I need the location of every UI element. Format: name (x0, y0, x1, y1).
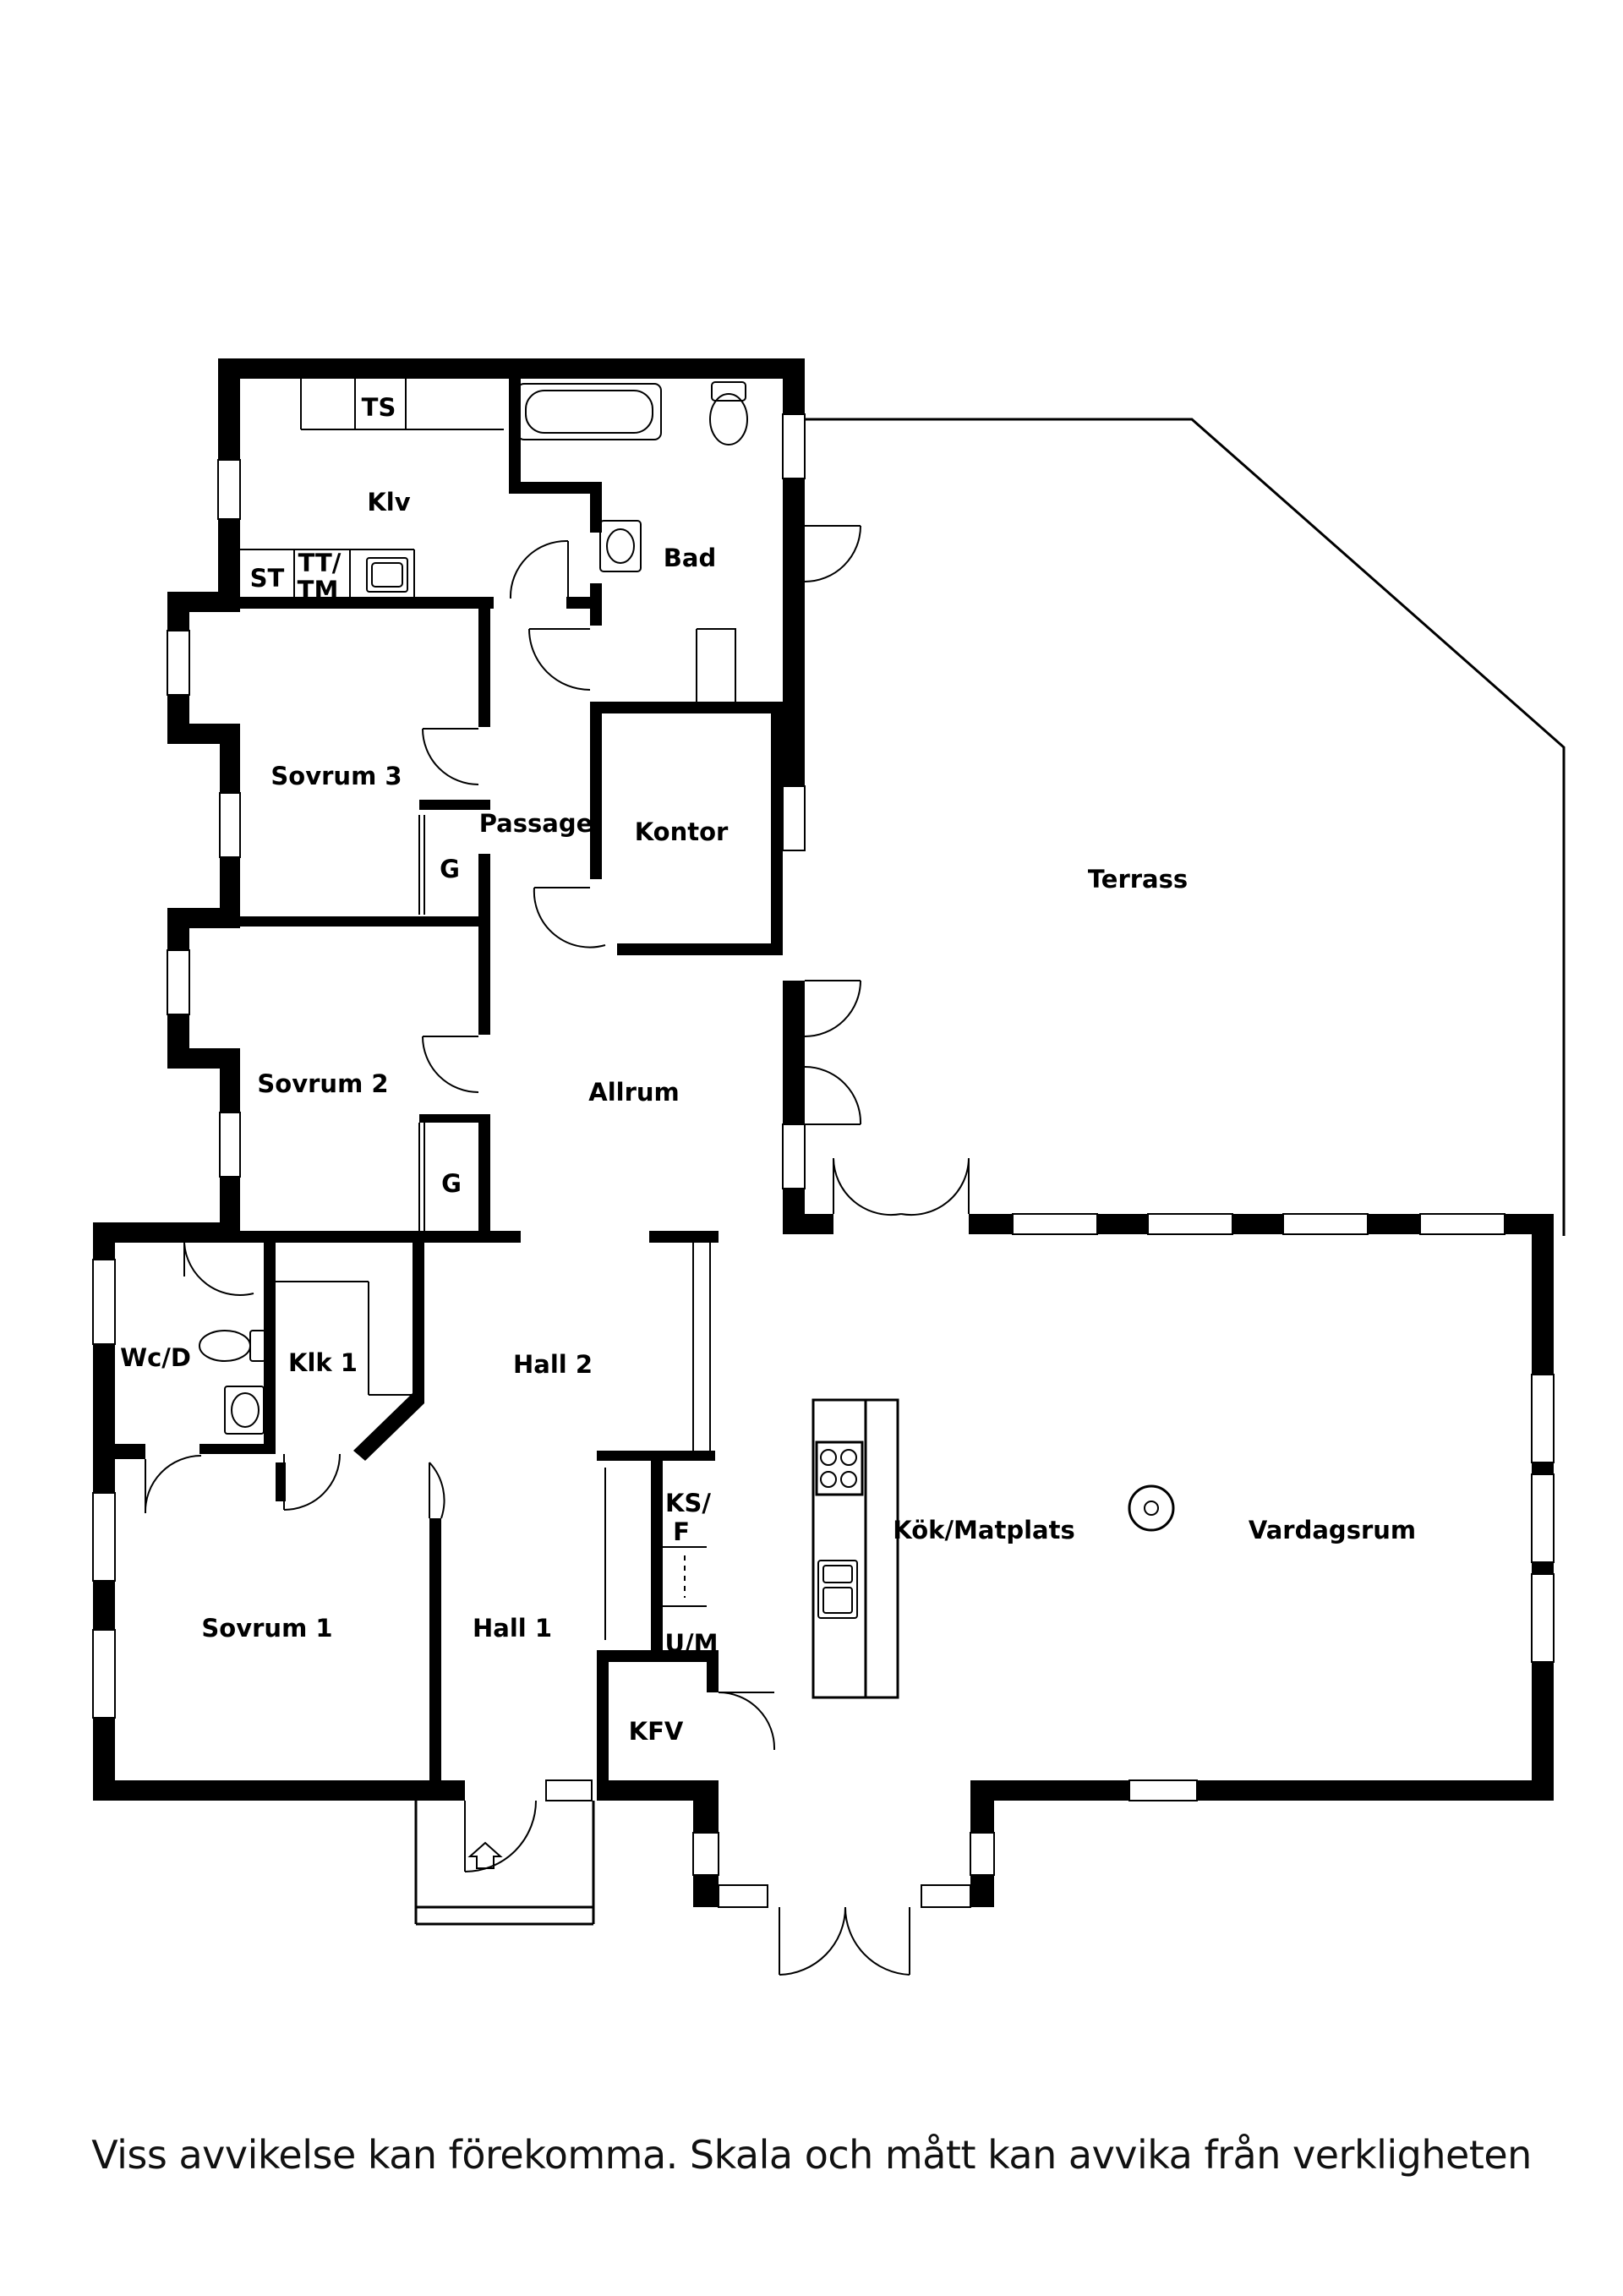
label-tt-tm-1: TT/ (298, 549, 342, 577)
label-hall-1: Hall 1 (473, 1614, 552, 1643)
label-sovrum-1: Sovrum 1 (201, 1614, 332, 1643)
label-kfv: KFV (629, 1717, 684, 1746)
label-ks-f-1: KS/ (665, 1489, 711, 1517)
room-labels: TS Klv ST TT/ TM Bad Sovrum 3 Passage Ko… (120, 393, 1416, 1746)
toilet-icon (711, 381, 746, 402)
label-tt-tm-2: TM (298, 576, 339, 604)
label-st: ST (250, 564, 285, 593)
bathtub-icon (516, 383, 662, 440)
label-g-upper: G (440, 855, 460, 883)
label-vardagsrum: Vardagsrum (1249, 1516, 1416, 1544)
label-kontor: Kontor (635, 817, 729, 846)
disclaimer-text: Viss avvikelse kan förekomma. Skala och … (91, 2132, 1532, 2178)
label-ks-f-2: F (673, 1517, 690, 1546)
label-u-m: U/M (665, 1629, 719, 1658)
label-klk-1: Klk 1 (288, 1348, 358, 1377)
entrance-arrow-icon (467, 1841, 503, 1869)
cooktop-icon (815, 1440, 864, 1496)
stove-icon (1128, 1484, 1175, 1532)
doors (144, 525, 970, 1976)
label-terrass: Terrass (1088, 865, 1188, 894)
sink-icon (224, 1386, 265, 1435)
kitchen-island (812, 1398, 899, 1699)
label-sovrum-3: Sovrum 3 (270, 762, 402, 790)
label-g-lower: G (441, 1169, 462, 1198)
label-ts: TS (362, 393, 396, 422)
toilet-icon (249, 1330, 266, 1362)
interior-walls (115, 379, 783, 1801)
fixtures (199, 381, 1175, 1869)
windows (92, 413, 1555, 1908)
terrace-outline (801, 418, 1566, 1236)
label-hall-2: Hall 2 (513, 1350, 593, 1379)
label-passage: Passage (479, 809, 593, 838)
sink-icon (599, 520, 642, 572)
label-wc-d: Wc/D (120, 1343, 191, 1372)
label-allrum: Allrum (588, 1078, 680, 1107)
label-klv: Klv (367, 488, 410, 517)
laundry-sink-icon (366, 557, 408, 593)
label-sovrum-2: Sovrum 2 (257, 1069, 388, 1098)
label-bad: Bad (664, 544, 716, 572)
kitchen-sink-icon (817, 1560, 858, 1619)
label-kok-matplats: Kök/Matplats (893, 1516, 1074, 1544)
partitions (240, 379, 711, 1926)
